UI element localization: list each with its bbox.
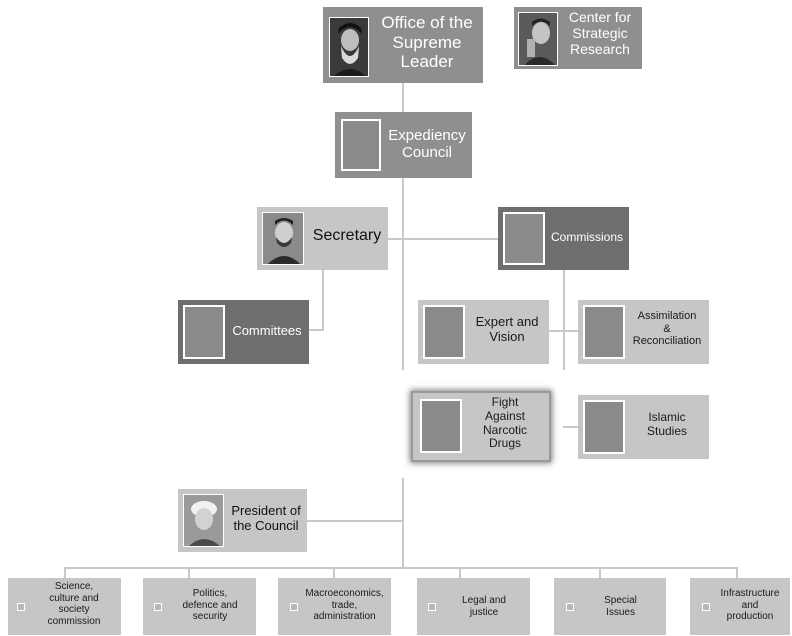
connector — [308, 329, 324, 331]
president-box: President of the Council — [178, 489, 307, 552]
bottom-label: Infrastructure and production — [720, 588, 780, 622]
connector — [64, 567, 66, 578]
image-placeholder — [583, 305, 625, 359]
strategic-research-box: Center for Strategic Research — [514, 7, 642, 69]
bottom-box-infrastructure: Infrastructure and production — [690, 578, 790, 635]
strategic-research-label: Center for Strategic Research — [568, 9, 632, 58]
connector — [599, 567, 601, 578]
connector — [64, 567, 738, 569]
committees-label: Committees — [232, 323, 302, 338]
expert-vision-label: Expert and Vision — [475, 314, 539, 344]
narcotic-drugs-label: Fight Against Narcotic Drugs — [482, 395, 527, 451]
president-photo — [183, 494, 224, 547]
expert-vision-box: Expert and Vision — [418, 300, 549, 364]
bottom-label: Politics, defence and security — [182, 588, 238, 622]
president-label: President of the Council — [231, 503, 301, 533]
connector — [402, 177, 404, 370]
bullet-icon — [428, 603, 436, 611]
researcher-photo — [518, 12, 558, 66]
secretary-photo — [262, 212, 304, 265]
connector — [549, 330, 579, 332]
connector — [563, 270, 565, 370]
assimilation-label: Assimilation & Reconciliation — [632, 310, 702, 348]
narcotic-drugs-box: Fight Against Narcotic Drugs — [411, 391, 551, 462]
image-placeholder — [503, 212, 545, 265]
bullet-icon — [702, 603, 710, 611]
connector — [306, 520, 403, 522]
bottom-label: Legal and justice — [462, 595, 506, 618]
bullet-icon — [566, 603, 574, 611]
image-placeholder — [341, 119, 381, 171]
portrait-image — [519, 13, 557, 65]
bottom-label: Science, culture and society commission — [47, 581, 101, 627]
islamic-studies-box: Islamic Studies — [578, 395, 709, 459]
connector — [188, 567, 190, 578]
secretary-box: Secretary — [257, 207, 388, 270]
bullet-icon — [17, 603, 25, 611]
secretary-label: Secretary — [312, 227, 382, 244]
connector — [333, 567, 335, 578]
bottom-box-legal: Legal and justice — [417, 578, 530, 635]
connector — [459, 567, 461, 578]
leader-photo — [329, 17, 369, 77]
connector — [402, 82, 404, 112]
commissions-label: Commissions — [550, 230, 623, 244]
bottom-label: Macroeconomics, trade, administration — [305, 588, 384, 622]
portrait-image — [263, 213, 303, 264]
bottom-box-science: Science, culture and society commission — [8, 578, 121, 635]
islamic-studies-label: Islamic Studies — [646, 410, 688, 438]
portrait-image — [330, 18, 368, 76]
image-placeholder — [423, 305, 465, 359]
bottom-box-macroeconomics: Macroeconomics, trade, administration — [278, 578, 391, 635]
bottom-label: Special Issues — [604, 595, 637, 618]
bullet-icon — [290, 603, 298, 611]
portrait-image — [184, 495, 223, 546]
supreme-leader-box: Office of the Supreme Leader — [323, 7, 483, 83]
connector — [563, 426, 578, 428]
image-placeholder — [183, 305, 225, 359]
assimilation-box: Assimilation & Reconciliation — [578, 300, 709, 364]
commissions-box: Commissions — [498, 207, 629, 270]
connector — [736, 567, 738, 578]
bullet-icon — [154, 603, 162, 611]
image-placeholder — [583, 400, 625, 454]
connector — [388, 238, 498, 240]
connector — [402, 478, 404, 568]
bottom-box-special: Special Issues — [554, 578, 666, 635]
bottom-box-politics: Politics, defence and security — [143, 578, 256, 635]
connector — [322, 270, 324, 330]
image-placeholder — [420, 399, 462, 453]
supreme-leader-label: Office of the Supreme Leader — [381, 13, 473, 72]
committees-box: Committees — [178, 300, 309, 364]
expediency-council-box: Expediency Council — [335, 112, 472, 178]
expediency-council-label: Expediency Council — [388, 127, 466, 162]
